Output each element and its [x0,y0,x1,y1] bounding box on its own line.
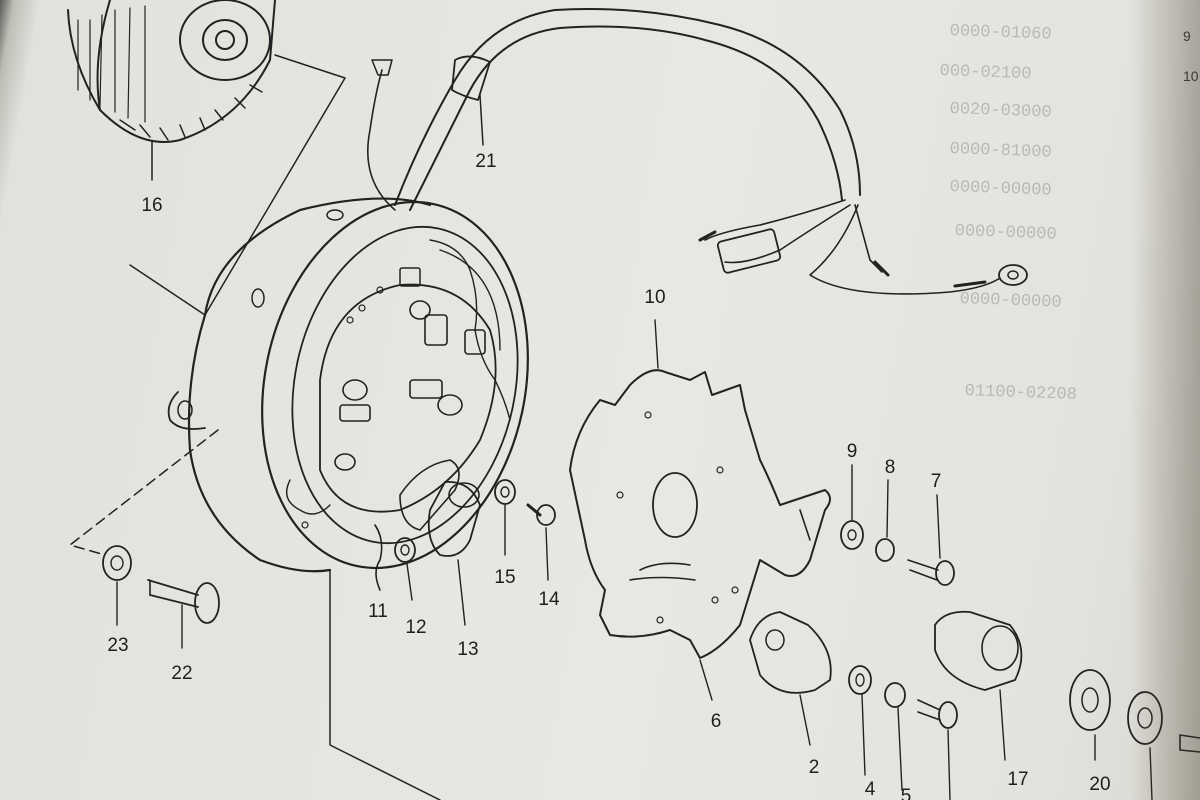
bleed-line: 0000-00000 [949,178,1052,201]
page-curl-shadow [1130,0,1200,800]
stator-housing [167,197,529,573]
bleed-line: 000-02100 [939,62,1032,85]
callout-14: 14 [538,589,560,610]
bleed-line: 0000-81000 [949,140,1052,163]
part-10-breaker-plate [569,319,831,701]
bleed-line: 01100-02208 [964,382,1078,405]
callout-10: 10 [644,287,666,308]
edge-char: 10 [1183,68,1199,84]
callout-9: 9 [846,441,858,462]
edge-char: 9 [1183,28,1191,44]
callout-11: 11 [368,601,388,622]
part-16-rotor [67,0,276,181]
callout-15: 15 [494,567,516,588]
callout-5: 5 [900,786,912,800]
callout-12: 12 [405,617,427,638]
callout-21: 21 [475,151,497,172]
bleed-line: 0000-00000 [959,290,1062,313]
callout-20: 20 [1089,774,1111,795]
callout-2: 2 [808,757,820,778]
bleed-line: 0000-01060 [949,22,1052,45]
callout-23: 23 [107,635,129,656]
part-21-harness [367,8,1028,295]
callout-16: 16 [141,195,163,216]
callout-8: 8 [884,457,896,478]
callout-22: 22 [171,663,193,684]
callout-17: 17 [1007,769,1029,790]
bleed-line: 0020-03000 [949,100,1052,123]
callout-7: 7 [930,471,942,492]
callout-4: 4 [864,779,876,800]
callout-13: 13 [457,639,479,660]
callout-6: 6 [710,711,722,732]
bleed-line: 0000-00000 [954,222,1057,245]
